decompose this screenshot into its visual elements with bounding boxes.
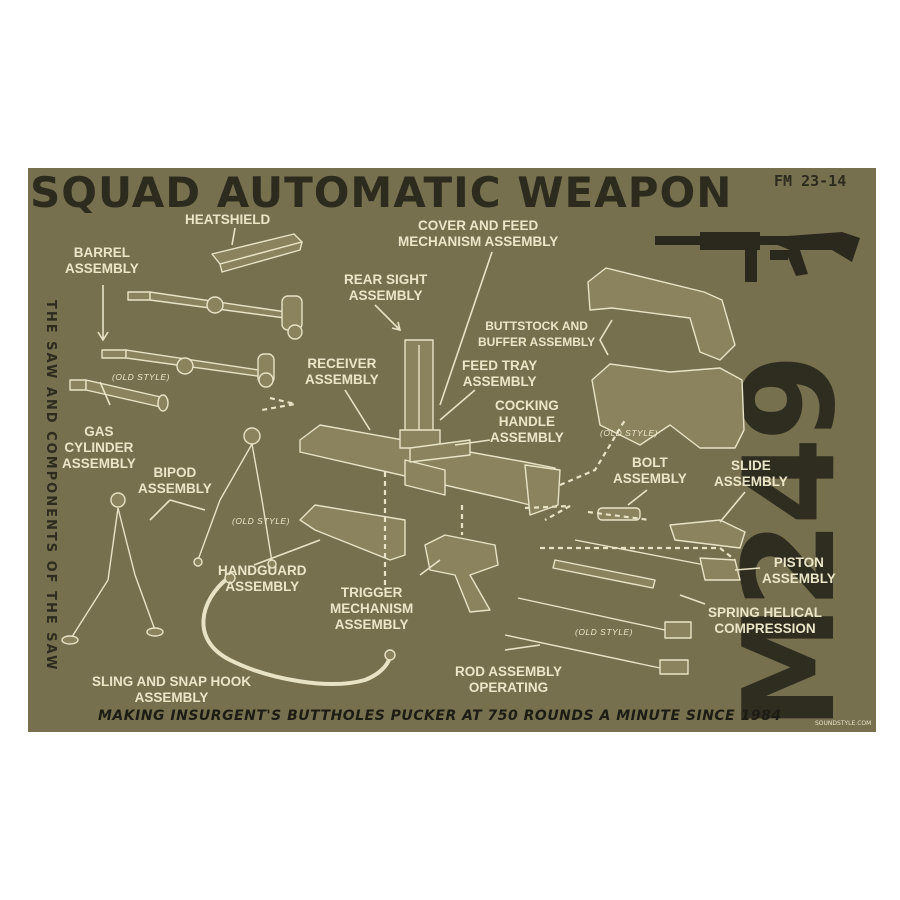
barrel-assembly-old-style-part: [101, 349, 275, 388]
label-spring: SPRING HELICAL COMPRESSION: [708, 605, 823, 636]
old-style-tag-buttstock: (OLD STYLE): [600, 428, 658, 438]
leader-arrows: [97, 227, 761, 651]
label-rear-sight: REAR SIGHT ASSEMBLY: [344, 272, 428, 303]
label-trigger: TRIGGER MECHANISM ASSEMBLY: [330, 585, 414, 632]
operating-rod-part: [517, 597, 692, 639]
buttstock-old-style-part: [591, 363, 745, 449]
gas-cylinder-part: [69, 379, 169, 412]
weapon-silhouette-icon: [655, 232, 860, 282]
heatshield-part: [211, 233, 303, 273]
side-caption: THE SAW AND COMPONENTS OF THE SAW: [43, 300, 58, 672]
handguard-part: [299, 504, 406, 561]
label-barrel: BARREL ASSEMBLY: [65, 245, 139, 276]
assembly-dash-lines: [261, 396, 736, 590]
label-slide: SLIDE ASSEMBLY: [714, 458, 788, 489]
barrel-assembly-part: [127, 291, 303, 340]
credit-text: SOUNDSTYLE.COM: [815, 720, 872, 727]
label-sling: SLING AND SNAP HOOK ASSEMBLY: [92, 674, 252, 705]
field-manual-number: FM 23-14: [774, 172, 847, 190]
label-receiver: RECEIVER ASSEMBLY: [305, 356, 379, 387]
label-heatshield: HEATSHIELD: [185, 212, 271, 227]
label-bipod: BIPOD ASSEMBLY: [138, 465, 212, 496]
old-style-tag-rod: (OLD STYLE): [575, 627, 633, 637]
slogan-text: MAKING INSURGENT'S BUTTHOLES PUCKER AT 7…: [98, 708, 782, 724]
label-cocking-handle: COCKING HANDLE ASSEMBLY: [490, 398, 564, 445]
label-rod: ROD ASSEMBLY OPERATING: [455, 664, 563, 695]
buttstock-part: [587, 267, 736, 361]
poster-title: SQUAD AUTOMATIC WEAPON: [30, 168, 733, 217]
old-style-tag-bipod: (OLD STYLE): [232, 516, 290, 526]
sling-part: [201, 572, 396, 686]
trigger-mechanism-part: [424, 534, 499, 613]
receiver-part: [299, 424, 561, 516]
label-gas-cylinder: GAS CYLINDER ASSEMBLY: [62, 424, 136, 471]
slide-part: [669, 519, 746, 549]
cover-feed-part: [409, 439, 471, 463]
old-style-tag-barrel: (OLD STYLE): [112, 372, 170, 382]
spring-part: [552, 559, 656, 589]
label-bolt: BOLT ASSEMBLY: [613, 455, 687, 486]
operating-rod-old-style-part: [504, 634, 689, 675]
label-piston: PISTON ASSEMBLY: [762, 555, 836, 586]
label-cover-feed: COVER AND FEED MECHANISM ASSEMBLY: [398, 218, 559, 249]
bipod-old-style-part: [61, 492, 164, 645]
label-buttstock: BUTTSTOCK AND BUFFER ASSEMBLY: [478, 319, 596, 349]
label-feed-tray: FEED TRAY ASSEMBLY: [462, 358, 538, 389]
label-handguard: HANDGUARD ASSEMBLY: [218, 563, 307, 594]
piston-part: [574, 539, 741, 581]
rear-sight-part: [399, 339, 441, 449]
bipod-part: [193, 427, 277, 569]
